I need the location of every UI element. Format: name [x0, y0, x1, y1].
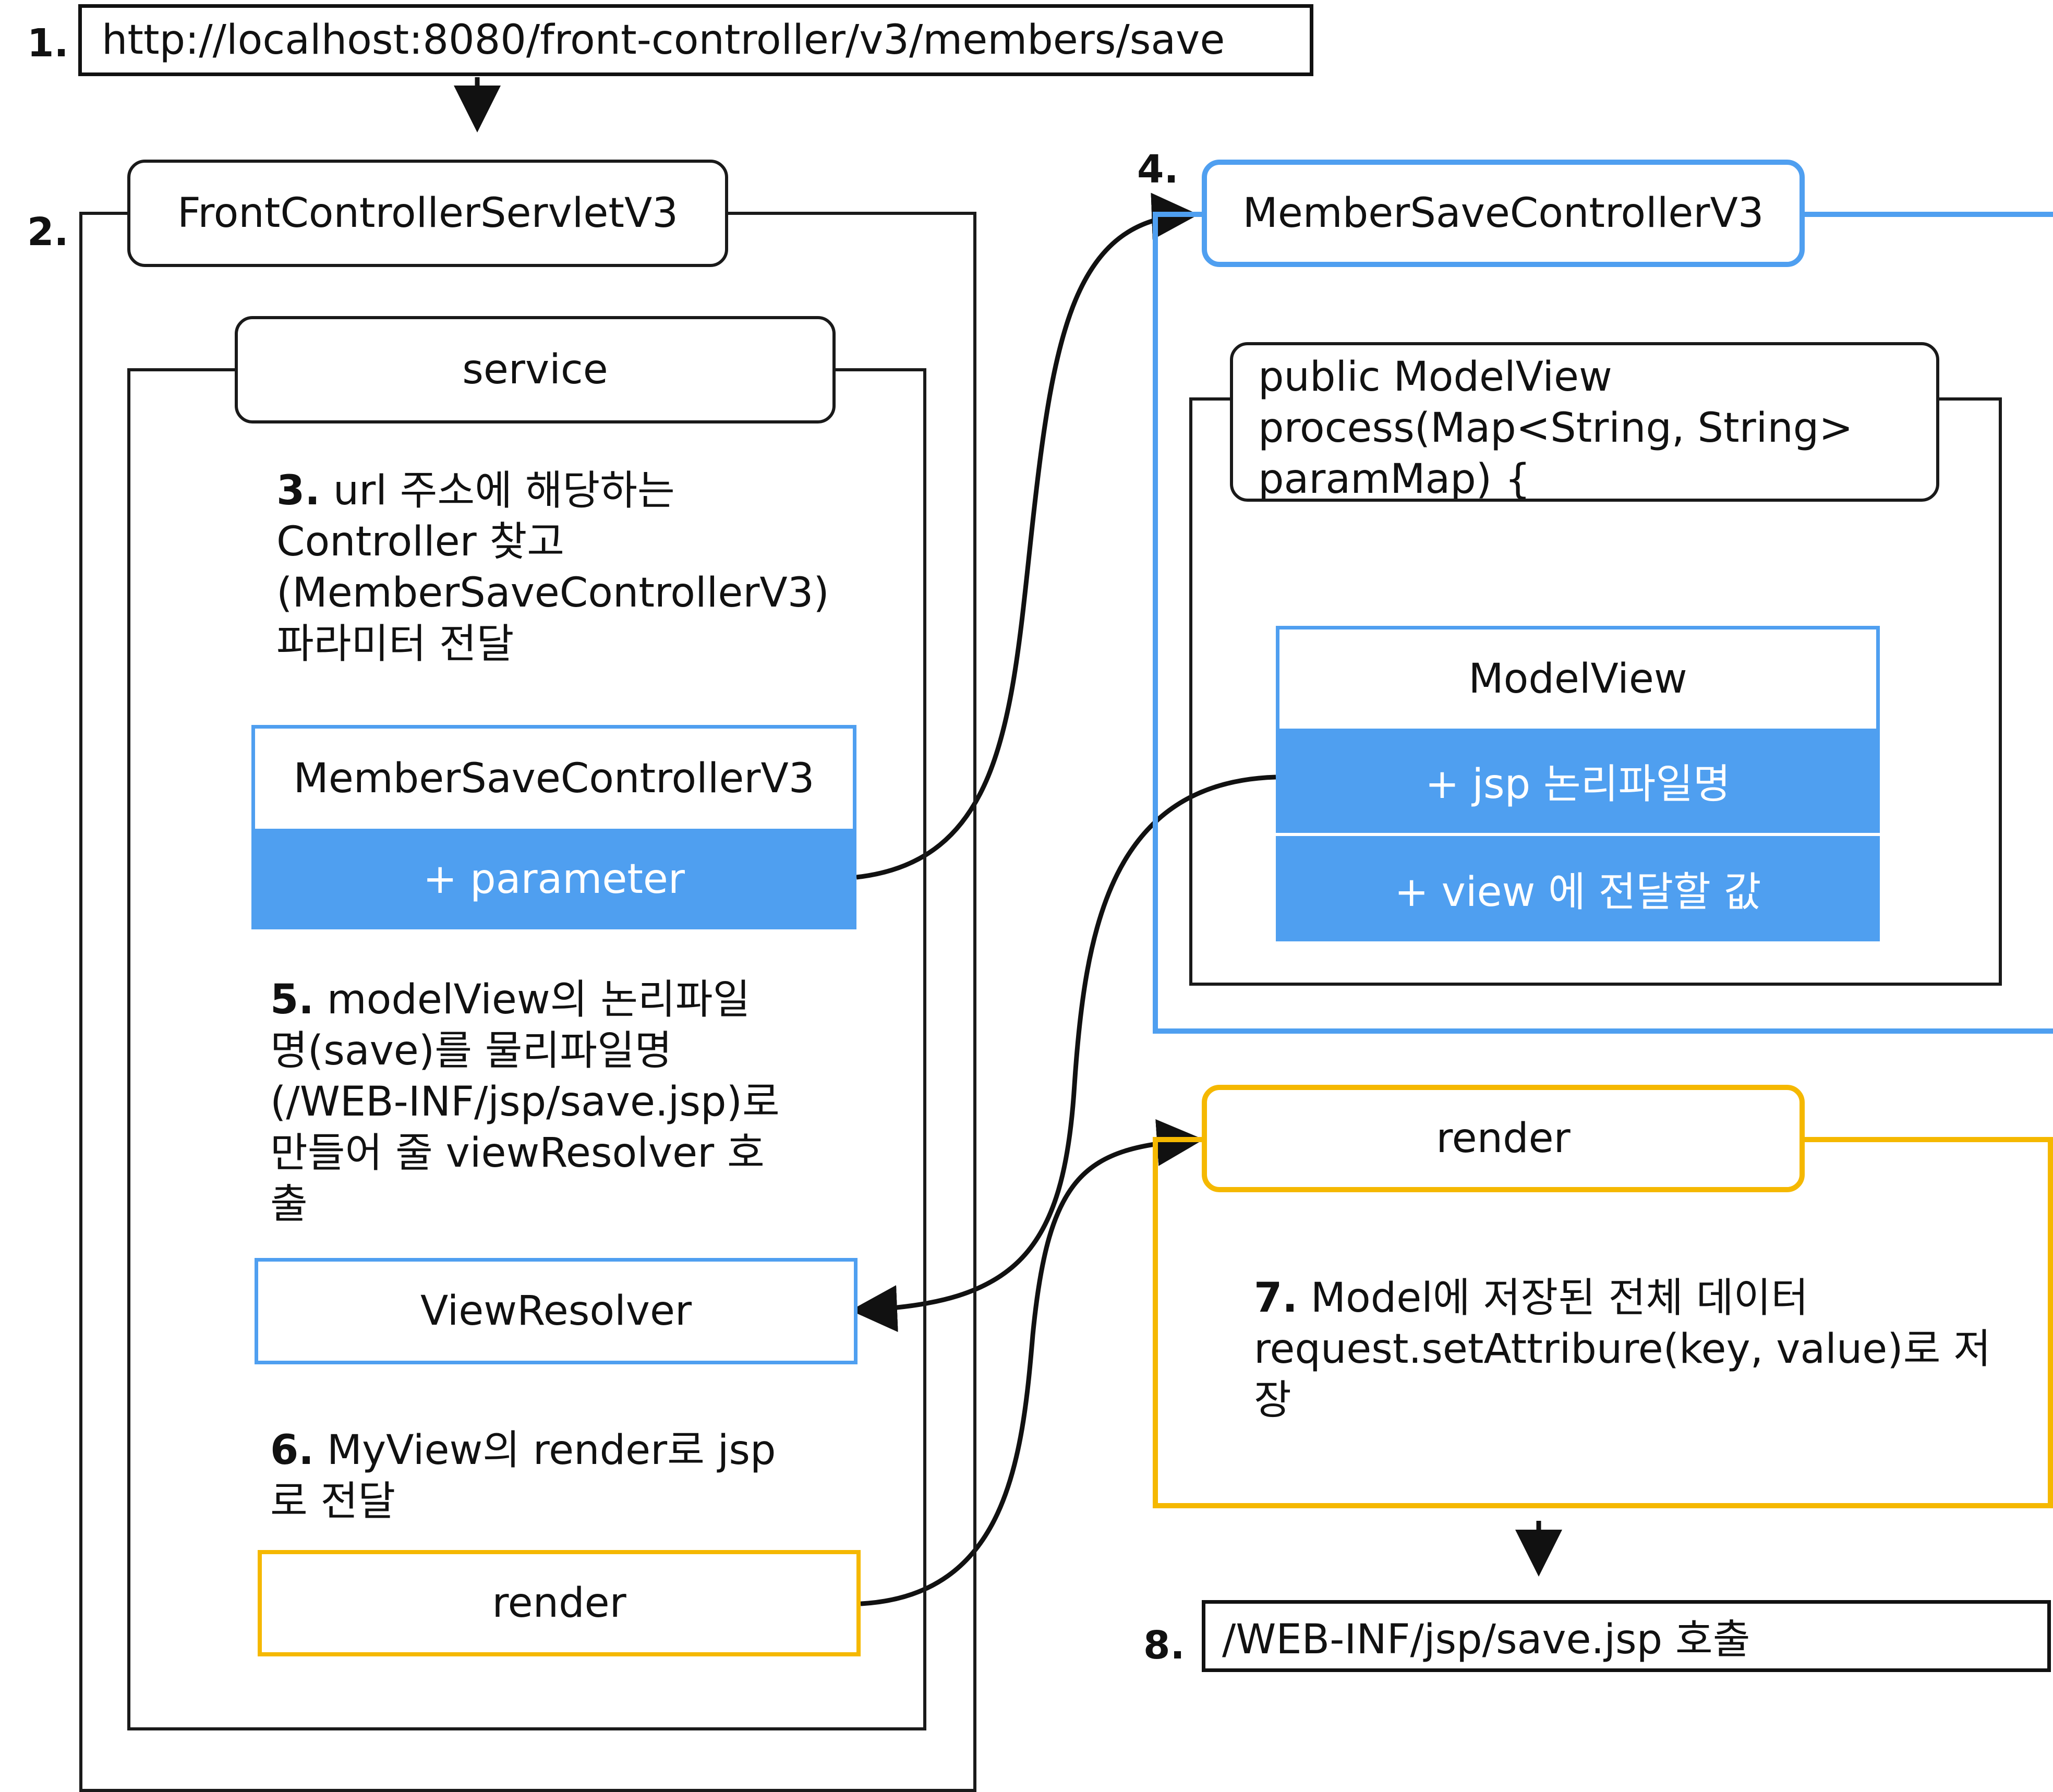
- note-step-7-number: 7.: [1254, 1275, 1298, 1322]
- step-number-4: 4.: [1137, 147, 1179, 192]
- note-step-6: 6. MyView의 render로 jsp 로 전달: [270, 1425, 886, 1527]
- controller-box: MemberSaveControllerV3 + parameter: [251, 725, 856, 929]
- render-panel-title: render: [1202, 1085, 1805, 1192]
- final-box: /WEB-INF/jsp/save.jsp 호출: [1202, 1600, 2051, 1672]
- controller-box-parameter: + parameter: [251, 829, 856, 929]
- modelview-title: ModelView: [1468, 656, 1687, 703]
- step-number-1: 1.: [27, 21, 69, 66]
- modelview-divider: [1276, 833, 1880, 836]
- note-step-7: 7. Model에 저장된 전체 데이터 request.setAttribur…: [1254, 1273, 2036, 1426]
- controller-box-title: MemberSaveControllerV3: [293, 755, 815, 802]
- url-box: http://localhost:8080/front-controller/v…: [78, 4, 1313, 76]
- modelview-row-jsp: + jsp 논리파일명: [1276, 729, 1880, 833]
- note-step-3-number: 3.: [276, 467, 320, 514]
- method-signature: public ModelView process(Map<String, Str…: [1230, 342, 1939, 502]
- note-step-3: 3. url 주소에 해당하는 Controller 찾고 (MemberSav…: [276, 465, 876, 670]
- arrow-modelview-to-resolver: [850, 774, 1276, 1333]
- note-step-5-number: 5.: [270, 976, 314, 1023]
- front-controller-title: FrontControllerServletV3: [127, 160, 728, 267]
- arrow-render-to-render-panel: [860, 1119, 1204, 1606]
- step-number-8: 8.: [1143, 1623, 1185, 1668]
- modelview-row-values: + view 에 전달할 값: [1276, 836, 1880, 941]
- note-step-3-text: url 주소에 해당하는 Controller 찾고 (MemberSaveCo…: [276, 467, 829, 668]
- arrow-param-to-controller: [856, 192, 1199, 880]
- member-controller-title: MemberSaveControllerV3: [1202, 160, 1805, 267]
- note-step-5-text: modelView의 논리파일 명(save)를 물리파일명 (/WEB-INF…: [270, 976, 780, 1228]
- render-box: render: [258, 1550, 861, 1656]
- note-step-6-text: MyView의 render로 jsp 로 전달: [270, 1427, 776, 1525]
- modelview-box: ModelView + jsp 논리파일명 + view 에 전달할 값: [1276, 626, 1880, 941]
- note-step-7-text: Model에 저장된 전체 데이터 request.setAttribure(k…: [1254, 1275, 1991, 1424]
- note-step-6-number: 6.: [270, 1427, 314, 1474]
- service-title: service: [235, 316, 836, 423]
- view-resolver-box: ViewResolver: [255, 1258, 858, 1364]
- step-number-2: 2.: [27, 210, 69, 255]
- note-step-5: 5. modelView의 논리파일 명(save)를 물리파일명 (/WEB-…: [270, 974, 886, 1230]
